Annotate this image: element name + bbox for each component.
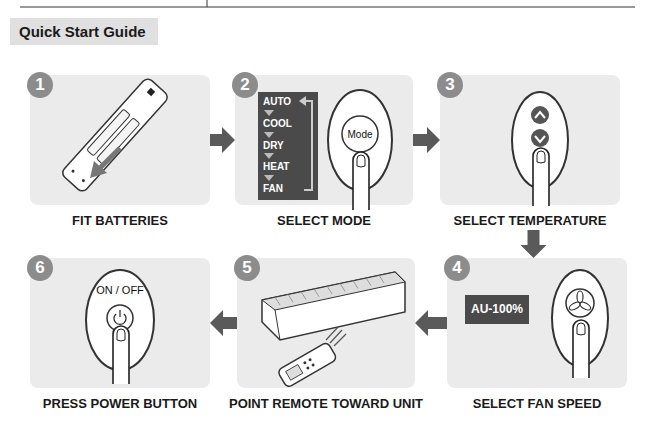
- step-arrow: [521, 230, 547, 258]
- temperature-remote-illustration: [533, 148, 549, 206]
- mode-remote-illustration: [342, 116, 378, 152]
- temperature-remote-illustration: [531, 106, 549, 124]
- step-arrow: [413, 127, 440, 153]
- fan-speed-display: AU-100%: [465, 295, 529, 324]
- button-label: Mode: [347, 129, 372, 140]
- air-conditioner-illustration: [327, 286, 332, 294]
- air-conditioner-illustration: [330, 330, 342, 343]
- air-conditioner-illustration: [326, 327, 338, 340]
- step-caption: FIT BATTERIES: [72, 213, 168, 228]
- power-remote-illustration: [119, 310, 120, 317]
- mode-list-illustration: [258, 92, 318, 200]
- remote-battery-illustration: [60, 77, 169, 194]
- mode-list-illustration: [264, 175, 274, 181]
- remote-battery-illustration: [81, 178, 85, 182]
- air-conditioner-illustration: [306, 366, 310, 370]
- table-rule: [20, 7, 635, 8]
- mode-list-illustration: [264, 132, 274, 138]
- air-conditioner-illustration: [308, 358, 312, 362]
- mode-option: HEAT: [263, 161, 289, 172]
- step-arrow: [210, 310, 237, 336]
- air-conditioner-illustration: [314, 289, 319, 297]
- air-conditioner-illustration: [277, 342, 337, 388]
- air-conditioner-illustration: [366, 278, 371, 286]
- step-caption: PRESS POWER BUTTON: [43, 396, 197, 411]
- step-caption: SELECT FAN SPEED: [473, 396, 602, 411]
- air-conditioner-illustration: [277, 342, 337, 388]
- air-conditioner-illustration: [288, 294, 293, 302]
- button-label: ON / OFF: [96, 284, 144, 296]
- table-rule: [207, 0, 208, 7]
- air-conditioner-illustration: [340, 283, 345, 291]
- mode-option: DRY: [263, 140, 284, 151]
- mode-list-illustration: [299, 96, 306, 106]
- mode-remote-illustration: [353, 152, 369, 210]
- guide-title: Quick Start Guide: [10, 18, 158, 45]
- air-conditioner-illustration: [286, 365, 303, 381]
- air-conditioner-illustration: [303, 361, 307, 365]
- fan-remote-illustration: [568, 300, 581, 311]
- remote-battery-illustration: [60, 77, 169, 194]
- temperature-remote-illustration: [531, 129, 549, 147]
- temperature-remote-illustration: [512, 92, 568, 206]
- air-conditioner-illustration: [275, 275, 384, 305]
- fan-remote-illustration: [573, 320, 589, 378]
- air-conditioner-illustration: [262, 272, 405, 388]
- air-conditioner-illustration: [275, 310, 280, 340]
- air-conditioner-illustration: [311, 363, 315, 367]
- mode-list-illustration: [258, 92, 318, 200]
- fan-remote-illustration: [577, 291, 583, 303]
- temperature-remote-illustration: [535, 136, 545, 142]
- mode-list-illustration: [264, 110, 274, 116]
- air-conditioner-illustration: [334, 334, 346, 346]
- temperature-remote-illustration: [535, 112, 545, 118]
- fan-remote-illustration: [552, 270, 608, 378]
- step-caption: SELECT TEMPERATURE: [454, 213, 607, 228]
- air-conditioner-illustration: [262, 272, 405, 310]
- air-conditioner-illustration: [275, 297, 280, 305]
- power-remote-illustration: [113, 326, 129, 384]
- fan-remote-illustration: [579, 300, 592, 311]
- step-arrow: [415, 310, 447, 336]
- air-conditioner-illustration: [301, 292, 306, 300]
- mode-remote-illustration: [328, 90, 392, 210]
- remote-battery-illustration: [96, 118, 139, 165]
- remote-battery-illustration: [60, 77, 169, 194]
- mode-list-illustration: [264, 153, 274, 159]
- mode-option: AUTO: [263, 96, 291, 107]
- air-conditioner-illustration: [379, 275, 384, 283]
- step-number: 5: [234, 255, 260, 281]
- mode-option: FAN: [263, 183, 283, 194]
- step-number: 2: [232, 72, 258, 98]
- step-caption: SELECT MODE: [277, 213, 371, 228]
- remote-battery-illustration: [71, 169, 75, 173]
- remote-battery-illustration: [147, 88, 155, 96]
- remote-battery-illustration: [100, 148, 120, 168]
- air-conditioner-illustration: [353, 281, 358, 289]
- step-arrow: [210, 127, 235, 153]
- step-number: 6: [27, 255, 53, 281]
- step-number: 3: [437, 72, 463, 98]
- air-conditioner-illustration: [262, 272, 405, 340]
- mode-option: COOL: [263, 118, 292, 129]
- mode-list-illustration: [304, 101, 312, 190]
- power-remote-illustration: [86, 270, 154, 384]
- step-number: 1: [27, 72, 53, 98]
- remote-battery-illustration: [90, 161, 107, 178]
- fan-remote-illustration: [566, 289, 594, 317]
- step-caption: POINT REMOTE TOWARD UNIT: [229, 396, 423, 411]
- step-number: 4: [444, 255, 470, 281]
- table-rule: [20, 0, 635, 7]
